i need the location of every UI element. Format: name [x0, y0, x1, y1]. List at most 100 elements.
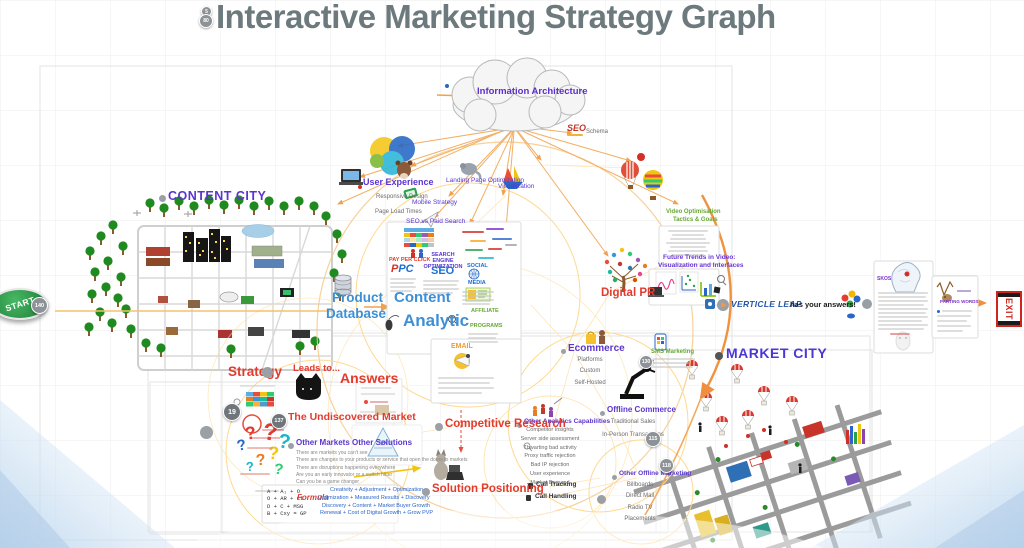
heading-affiliate-programs[interactable]: PROGRAMS — [470, 323, 503, 329]
other-offline-step-badge[interactable]: 118 — [659, 458, 674, 473]
node-answers[interactable]: Answers — [340, 370, 399, 386]
database-icon — [334, 274, 352, 296]
heading-pay-per-click[interactable]: PAY PER CLICK — [389, 257, 431, 263]
formula-line: Discovery + Content + Market Buyer Growt… — [322, 502, 430, 509]
step-dot[interactable] — [200, 426, 213, 439]
step-dot[interactable] — [597, 495, 606, 504]
list-item: Platforms — [577, 357, 603, 363]
analytics-figure-icons — [523, 397, 563, 452]
list-item: Self-Hosted — [574, 379, 606, 386]
node-mobile-strategy[interactable]: Mobile Strategy — [412, 199, 458, 206]
node-future-trends[interactable]: Visualization and Interfaces — [658, 262, 744, 269]
node-future-trends[interactable]: Future Trends in Video: — [663, 254, 736, 261]
list-item: Are you an early innovator or a switch h… — [296, 471, 393, 478]
node-user-experience[interactable]: User Experience — [363, 177, 434, 187]
verticle-leap-tagline: has your answers! — [790, 300, 856, 309]
bullet — [937, 310, 940, 313]
seo-schema-logo[interactable]: SEO — [567, 123, 587, 133]
heading-social-media[interactable]: MEDIA — [468, 280, 486, 286]
answers-sketch — [355, 378, 403, 424]
node-video-optimisation[interactable]: Video Optimisation — [666, 209, 721, 215]
list-item: Competitor Insights — [526, 427, 574, 433]
node-seo-vs-paid-search[interactable]: SEO vs Paid Search — [406, 218, 466, 225]
node-other-markets[interactable]: Other Markets Other Solutions — [296, 438, 413, 447]
text-line — [670, 246, 706, 248]
node-visualization[interactable]: Visualization — [498, 183, 535, 190]
node-undiscovered-market[interactable]: The Undiscovered Market — [288, 411, 416, 423]
node-strategy[interactable]: Strategy — [228, 364, 283, 379]
node-information-architecture[interactable]: Information Architecture — [477, 86, 588, 97]
sms-step-badge[interactable]: 130 — [639, 355, 653, 369]
strategy-step-badge[interactable]: 19 — [223, 403, 241, 421]
node-video-optimisation[interactable]: Tactics & Goals — [673, 217, 718, 223]
list-item: Thwarting bad activity — [523, 444, 577, 451]
word-tag — [505, 244, 517, 246]
heading-seo[interactable]: SEARCH ENGINE OPTIMIZATION — [423, 252, 463, 270]
node-product-database[interactable]: Product — [332, 290, 384, 305]
node-call-tracking[interactable]: Call Tracking — [536, 481, 577, 488]
node-solution-positioning[interactable]: Solution Positioning — [432, 483, 544, 495]
word-tag — [462, 231, 484, 233]
step-dot[interactable] — [435, 423, 443, 431]
heading-social-media[interactable]: SOCIAL — [467, 263, 488, 269]
node-call-handling[interactable]: Call Handling — [535, 493, 577, 500]
text-line — [390, 278, 416, 280]
video-mini-charts — [648, 271, 727, 297]
text-line — [438, 387, 494, 389]
undiscovered-step-badge[interactable]: 137 — [271, 413, 287, 429]
exit-sign[interactable]: EXIT — [996, 291, 1022, 327]
node-sms-marketing[interactable]: SMS Marketing — [651, 349, 695, 355]
pond-icon — [241, 224, 275, 238]
digital-pr-tree-icon[interactable] — [604, 247, 648, 293]
pyramid-diagram-icon — [367, 426, 399, 457]
offline-step-badge[interactable]: 115 — [645, 431, 661, 447]
city-bar-chart-icon — [846, 424, 865, 444]
cat-laptop-icon[interactable] — [434, 449, 464, 480]
list-item: There are disruptions happening everywhe… — [296, 464, 396, 471]
node-digital-pr[interactable]: Digital PR — [601, 287, 656, 299]
step-dot[interactable] — [422, 488, 430, 496]
node-competitive-research[interactable]: Competitive Research — [445, 418, 566, 430]
heading-email[interactable]: EMAIL — [451, 343, 473, 350]
formula-line: B + Cxy = GP — [267, 509, 307, 517]
heading-affiliate-programs[interactable]: AFFILIATE — [471, 308, 499, 314]
ppc-logo: PPC — [391, 263, 414, 276]
step-dot[interactable] — [262, 367, 273, 378]
cloud-icon[interactable] — [445, 57, 586, 132]
airplane-icons — [133, 210, 192, 217]
text-line — [878, 300, 928, 302]
node-ecommerce[interactable]: Ecommerce — [568, 343, 625, 354]
text-line — [462, 291, 494, 293]
call-phone-icons — [526, 483, 533, 501]
black-dog-icon[interactable] — [296, 373, 321, 400]
start-step-badge[interactable]: 140 — [31, 297, 48, 314]
list-item: Traditional Sales — [610, 419, 656, 425]
parting-words-heading: PARTING WORDS — [940, 299, 979, 304]
content-city-map[interactable] — [84, 195, 347, 371]
text-line — [937, 315, 971, 317]
mouse-icon — [385, 315, 400, 331]
list-item: Custom — [579, 368, 601, 375]
formula-line: Renewal + Cost of Digital Growth + Grow … — [320, 510, 434, 517]
node-product-database[interactable]: Database — [326, 306, 387, 321]
node-offline-commerce[interactable]: Offline Commerce — [607, 405, 676, 414]
text-line — [423, 288, 459, 290]
text-line — [937, 325, 971, 327]
path-step-badge[interactable]: 80 — [199, 14, 213, 28]
formula-label: Formula — [297, 493, 329, 502]
node-analytic[interactable]: Analytic — [403, 311, 470, 330]
node-landing-page-optimization[interactable]: Landing Page Optimization — [446, 177, 525, 184]
text-line — [937, 320, 967, 322]
list-item: Billboards — [626, 482, 654, 488]
node-leads-to[interactable]: Leads to... — [293, 363, 340, 374]
node-content-city[interactable]: CONTENT CITY — [168, 189, 267, 203]
list-item: Bad IP rejection — [530, 462, 570, 469]
node-market-city[interactable]: MARKET CITY — [726, 345, 828, 361]
node-other-offline-marketing[interactable]: Other Offline Marketing — [619, 470, 692, 477]
verticle-leap-brand[interactable]: VERTICLE LEAP — [731, 299, 802, 309]
node-other-analytics[interactable]: Other Analytics Capabilities — [524, 418, 611, 425]
text-line — [468, 337, 496, 339]
text-line — [937, 330, 963, 332]
text-line — [390, 286, 416, 288]
